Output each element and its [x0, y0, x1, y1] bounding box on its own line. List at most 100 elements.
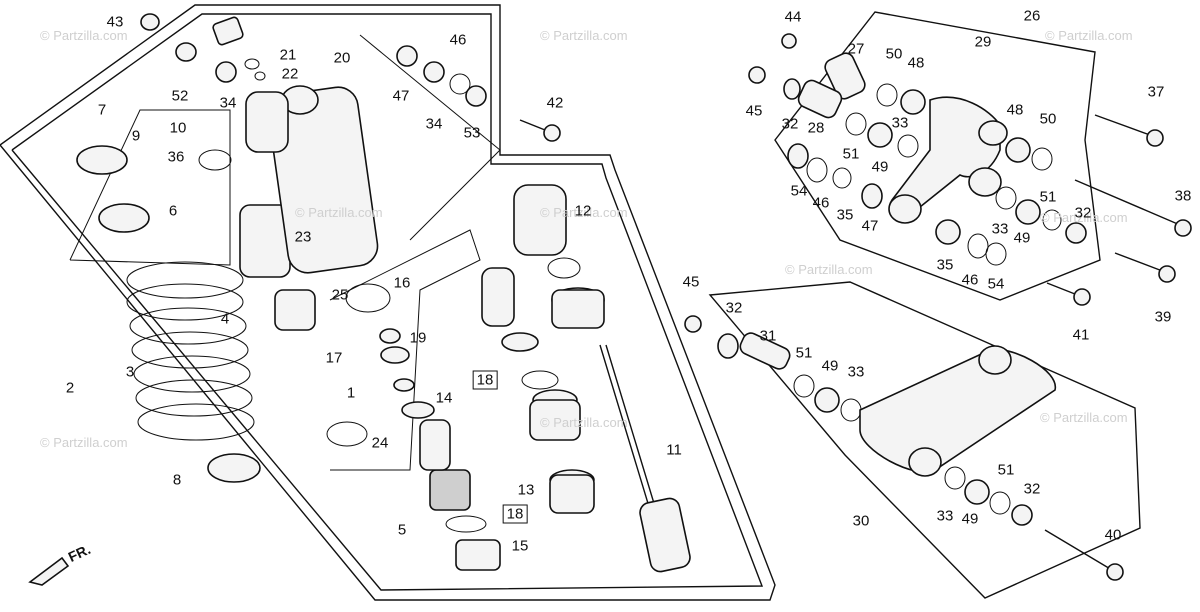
part-label-1: 1: [346, 384, 356, 402]
part-label-47a: 47: [392, 87, 410, 105]
part-label-12: 12: [574, 202, 592, 220]
lower-linkage: [684, 315, 1056, 526]
part-label-21: 21: [279, 46, 297, 64]
part-label-17: 17: [325, 349, 343, 367]
part-label-47b: 47: [861, 217, 879, 235]
watermark: © Partzilla.com: [540, 205, 628, 220]
part-label-28: 28: [807, 119, 825, 137]
part-label-45a: 45: [745, 102, 763, 120]
linkage-assembly-outline: [708, 11, 1141, 599]
part-label-15: 15: [511, 537, 529, 555]
part-label-49a: 49: [871, 158, 889, 176]
part-label-27: 27: [847, 40, 865, 58]
part-label-10: 10: [169, 119, 187, 137]
part-label-49b: 49: [1013, 229, 1031, 247]
part-label-48b: 48: [1006, 101, 1024, 119]
part-label-2: 2: [65, 379, 75, 397]
part-label-34a: 34: [219, 94, 237, 112]
part-label-43: 43: [106, 13, 124, 31]
bolts: [1044, 114, 1192, 581]
top-parts: [140, 13, 561, 142]
part-label-32c: 32: [725, 299, 743, 317]
part-label-35a: 35: [836, 206, 854, 224]
part-label-51a: 51: [842, 145, 860, 163]
part-label-31: 31: [759, 327, 777, 345]
part-label-33b: 33: [991, 220, 1009, 238]
part-label-22: 22: [281, 65, 299, 83]
shock-spring: [126, 261, 255, 441]
part-label-4: 4: [220, 310, 230, 328]
part-label-5: 5: [397, 521, 407, 539]
part-label-38: 38: [1174, 187, 1192, 205]
part-label-13: 13: [517, 481, 535, 499]
front-direction-arrow: [28, 556, 70, 586]
watermark: © Partzilla.com: [1040, 210, 1128, 225]
watermark: © Partzilla.com: [1040, 410, 1128, 425]
part-label-54a: 54: [790, 182, 808, 200]
part-label-53: 53: [463, 124, 481, 142]
part-label-45b: 45: [682, 273, 700, 291]
part-label-49d: 49: [961, 510, 979, 528]
part-label-34b: 34: [425, 115, 443, 133]
part-label-33c: 33: [847, 363, 865, 381]
watermark: © Partzilla.com: [1045, 28, 1133, 43]
part-label-51d: 51: [997, 461, 1015, 479]
part-label-24: 24: [371, 434, 389, 452]
part-label-46b: 46: [812, 194, 830, 212]
part-label-46c: 46: [961, 271, 979, 289]
shock-body: [239, 85, 379, 278]
part-label-46a: 46: [449, 31, 467, 49]
watermark: © Partzilla.com: [40, 28, 128, 43]
watermark: © Partzilla.com: [540, 28, 628, 43]
part-label-52: 52: [171, 87, 189, 105]
part-label-25: 25: [331, 286, 349, 304]
part-label-50a: 50: [885, 45, 903, 63]
watermark: © Partzilla.com: [540, 415, 628, 430]
clips: [198, 149, 989, 447]
part-label-54b: 54: [987, 275, 1005, 293]
part-label-9: 9: [131, 127, 141, 145]
reservoir-parts: [274, 184, 605, 571]
part-label-49c: 49: [821, 357, 839, 375]
part-label-32a: 32: [781, 115, 799, 133]
part-label-3: 3: [125, 363, 135, 381]
watermark: © Partzilla.com: [785, 262, 873, 277]
part-label-16: 16: [393, 274, 411, 292]
part-label-33d: 33: [936, 507, 954, 525]
part-label-35b: 35: [936, 256, 954, 274]
part-label-37: 37: [1147, 83, 1165, 101]
part-label-18b: 18: [502, 504, 528, 524]
part-label-30: 30: [852, 512, 870, 530]
linkage-arm: [888, 96, 1008, 224]
part-label-33a: 33: [891, 114, 909, 132]
part-label-20: 20: [333, 49, 351, 67]
part-label-40: 40: [1104, 526, 1122, 544]
part-label-48a: 48: [907, 54, 925, 72]
watermark: © Partzilla.com: [40, 435, 128, 450]
part-label-6: 6: [168, 202, 178, 220]
part-label-50b: 50: [1039, 110, 1057, 128]
part-label-23: 23: [294, 228, 312, 246]
part-label-41: 41: [1072, 326, 1090, 344]
part-label-51c: 51: [795, 344, 813, 362]
part-label-7: 7: [97, 101, 107, 119]
part-label-39: 39: [1154, 308, 1172, 326]
linkage-parts-top: [748, 33, 1087, 266]
part-label-8: 8: [172, 471, 182, 489]
shock-rod: [599, 344, 691, 573]
part-label-26: 26: [1023, 7, 1041, 25]
part-label-44: 44: [784, 8, 802, 26]
part-label-32d: 32: [1023, 480, 1041, 498]
part-label-18a: 18: [472, 370, 498, 390]
part-label-32b: 32: [1074, 204, 1092, 222]
adjuster-rings: [76, 145, 261, 483]
part-label-19: 19: [409, 329, 427, 347]
part-label-11: 11: [666, 441, 682, 459]
part-label-14: 14: [435, 389, 453, 407]
part-label-36: 36: [167, 148, 185, 166]
part-label-42: 42: [546, 94, 564, 112]
watermark: © Partzilla.com: [295, 205, 383, 220]
part-label-29: 29: [974, 33, 992, 51]
part-label-51b: 51: [1039, 188, 1057, 206]
